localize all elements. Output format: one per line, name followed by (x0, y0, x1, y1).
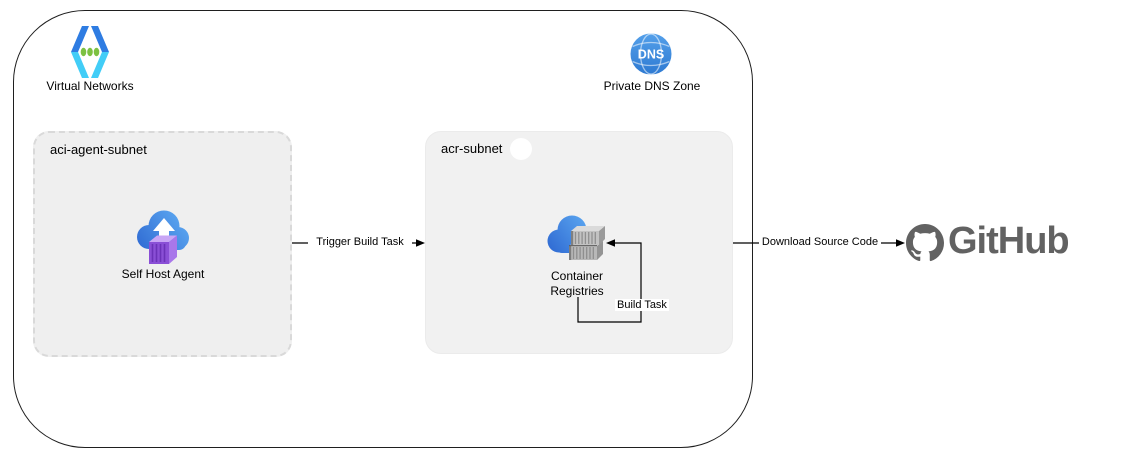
private-dns-zone-icon: DNS (630, 33, 672, 75)
self-host-agent-label: Self Host Agent (121, 267, 205, 281)
trigger-build-task-label: Trigger Build Task (308, 236, 412, 248)
private-dns-zone-label: Private DNS Zone (603, 79, 701, 93)
self-host-agent-icon (137, 210, 189, 264)
download-arrowhead (896, 239, 905, 247)
aci-agent-subnet-label: aci-agent-subnet (50, 142, 147, 157)
container-upper (571, 226, 605, 245)
container-registries-icon (547, 215, 605, 260)
virtual-networks-label: Virtual Networks (46, 79, 134, 93)
virtual-network-boundary (13, 10, 753, 448)
virtual-networks-icon (71, 26, 109, 78)
github-wordmark: GitHub (948, 220, 1070, 262)
github-octocat-icon (906, 224, 944, 262)
acr-subnet-badge (510, 138, 532, 160)
acr-subnet-label: acr-subnet (441, 141, 503, 156)
upload-arrow-glyph (153, 218, 175, 243)
download-source-code-label: Download Source Code (759, 236, 881, 248)
container-registries-label: Container Registries (550, 269, 604, 298)
build-task-label: Build Task (615, 299, 669, 311)
dns-icon-text: DNS (638, 48, 664, 62)
